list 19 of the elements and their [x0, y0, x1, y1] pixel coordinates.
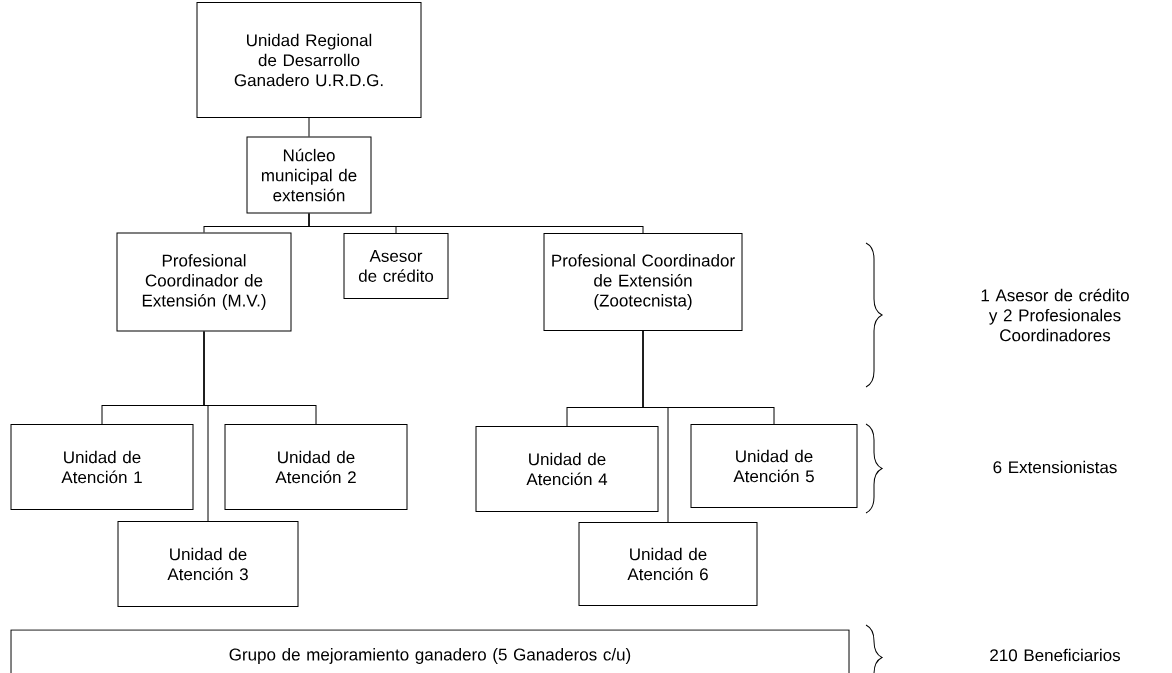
org-box: Unidad de Atención 4 — [475, 426, 659, 512]
org-box: Núcleo municipal de extensión — [246, 136, 372, 214]
org-box: Unidad de Atención 3 — [117, 521, 299, 607]
org-box: Unidad de Atención 2 — [224, 424, 408, 510]
org-box: Asesor de crédito — [343, 233, 449, 299]
org-box: Grupo de mejoramiento ganadero (5 Ganaderos c/u) — [10, 629, 850, 673]
note-text: 1 Asesor de crédito y 2 Profesionales Coordinadores — [981, 288, 1129, 342]
connector-line — [308, 117, 310, 137]
org-box: Unidad Regional de Desarrollo Ganadero U.R.D.G. — [196, 2, 422, 118]
org-box: Profesional Coordinador de Extensión (M.V.) — [116, 232, 292, 332]
org-box: Unidad de Atención 6 — [578, 522, 758, 606]
note-text: 6 Extensionistas — [993, 460, 1117, 474]
connector-line — [308, 213, 644, 234]
org-box: Profesional Coordinador de Extensión (Zootecnista) — [543, 233, 743, 331]
note-text: 210 Beneficiarios — [990, 648, 1121, 662]
connector-line — [203, 331, 209, 522]
org-box: Unidad de Atención 1 — [10, 424, 194, 510]
connector-line — [642, 330, 669, 523]
org-box: Unidad de Atención 5 — [690, 424, 858, 508]
